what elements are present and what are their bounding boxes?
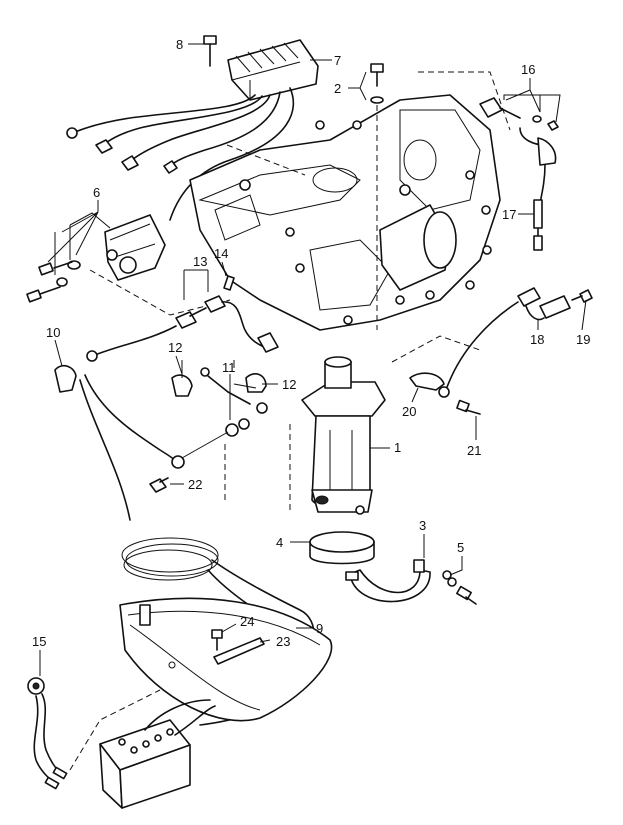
callout-6: 6 bbox=[93, 185, 100, 200]
callout-2: 2 bbox=[334, 81, 341, 96]
callout-24: 24 bbox=[240, 614, 254, 629]
bolt-5 bbox=[442, 570, 477, 605]
battery bbox=[99, 699, 216, 809]
callout-17: 17 bbox=[502, 207, 516, 222]
bolt-2 bbox=[370, 63, 384, 104]
thermo-switch-16 bbox=[479, 94, 561, 146]
leader-lines bbox=[39, 43, 587, 676]
callout-12a: 12 bbox=[168, 340, 182, 355]
callout-12b: 12 bbox=[282, 377, 296, 392]
callout-5: 5 bbox=[457, 540, 464, 555]
nut-22 bbox=[149, 418, 291, 510]
bolt-8 bbox=[203, 35, 217, 67]
callout-10: 10 bbox=[46, 325, 60, 340]
bracket-3 bbox=[345, 559, 431, 603]
callout-11: 11 bbox=[222, 360, 236, 375]
callout-21: 21 bbox=[467, 443, 481, 458]
callout-8: 8 bbox=[176, 37, 183, 52]
callout-23: 23 bbox=[276, 634, 290, 649]
callout-3: 3 bbox=[419, 518, 426, 533]
callout-7: 7 bbox=[334, 53, 341, 68]
callout-14: 14 bbox=[214, 246, 228, 261]
clamp-20 bbox=[391, 335, 481, 415]
callout-1: 1 bbox=[394, 440, 401, 455]
sensor-lead-17 bbox=[520, 137, 557, 251]
callout-15: 15 bbox=[32, 634, 46, 649]
callout-20: 20 bbox=[402, 404, 416, 419]
engine-block bbox=[189, 94, 501, 331]
cable-assembly-13 bbox=[86, 269, 279, 362]
callout-13: 13 bbox=[193, 254, 207, 269]
callout-22: 22 bbox=[188, 477, 202, 492]
ignition-unit-6 bbox=[26, 212, 231, 316]
callout-19: 19 bbox=[576, 332, 590, 347]
callout-16: 16 bbox=[521, 62, 535, 77]
callout-4: 4 bbox=[276, 535, 283, 550]
neutral-switch-18 bbox=[445, 287, 593, 391]
bolt-24 bbox=[211, 629, 223, 651]
key-switch-15 bbox=[27, 677, 161, 790]
starter-motor-1 bbox=[301, 356, 386, 515]
callout-9: 9 bbox=[316, 621, 323, 636]
strap-23 bbox=[213, 637, 265, 665]
rectifier-regulator bbox=[66, 39, 319, 221]
band-4 bbox=[309, 531, 375, 565]
callout-18: 18 bbox=[530, 332, 544, 347]
